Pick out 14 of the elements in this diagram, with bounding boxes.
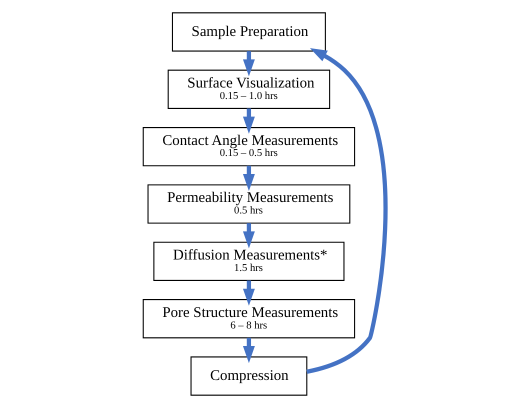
arrow: [242, 280, 254, 306]
node-box: Diffusion Measurements* 1.5 hrs: [152, 242, 344, 281]
node-box: Permeability Measurements 0.5 hrs: [147, 184, 350, 224]
arrow: [306, 48, 388, 374]
node-box: Surface Visualization 0.15 – 1.0 hrs: [167, 70, 330, 109]
arrow: [242, 223, 254, 248]
arrow: [242, 51, 254, 76]
node-box: Compression: [190, 356, 307, 396]
arrow: [242, 338, 254, 364]
arrow: [242, 166, 254, 192]
node-box: Pore Structure Measurements 6 – 8 hrs: [142, 299, 355, 338]
arrow: [242, 108, 254, 134]
node-box: Contact Angle Measurements 0.15 – 0.5 hrs: [142, 127, 355, 166]
node-box: Sample Preparation: [171, 12, 326, 52]
